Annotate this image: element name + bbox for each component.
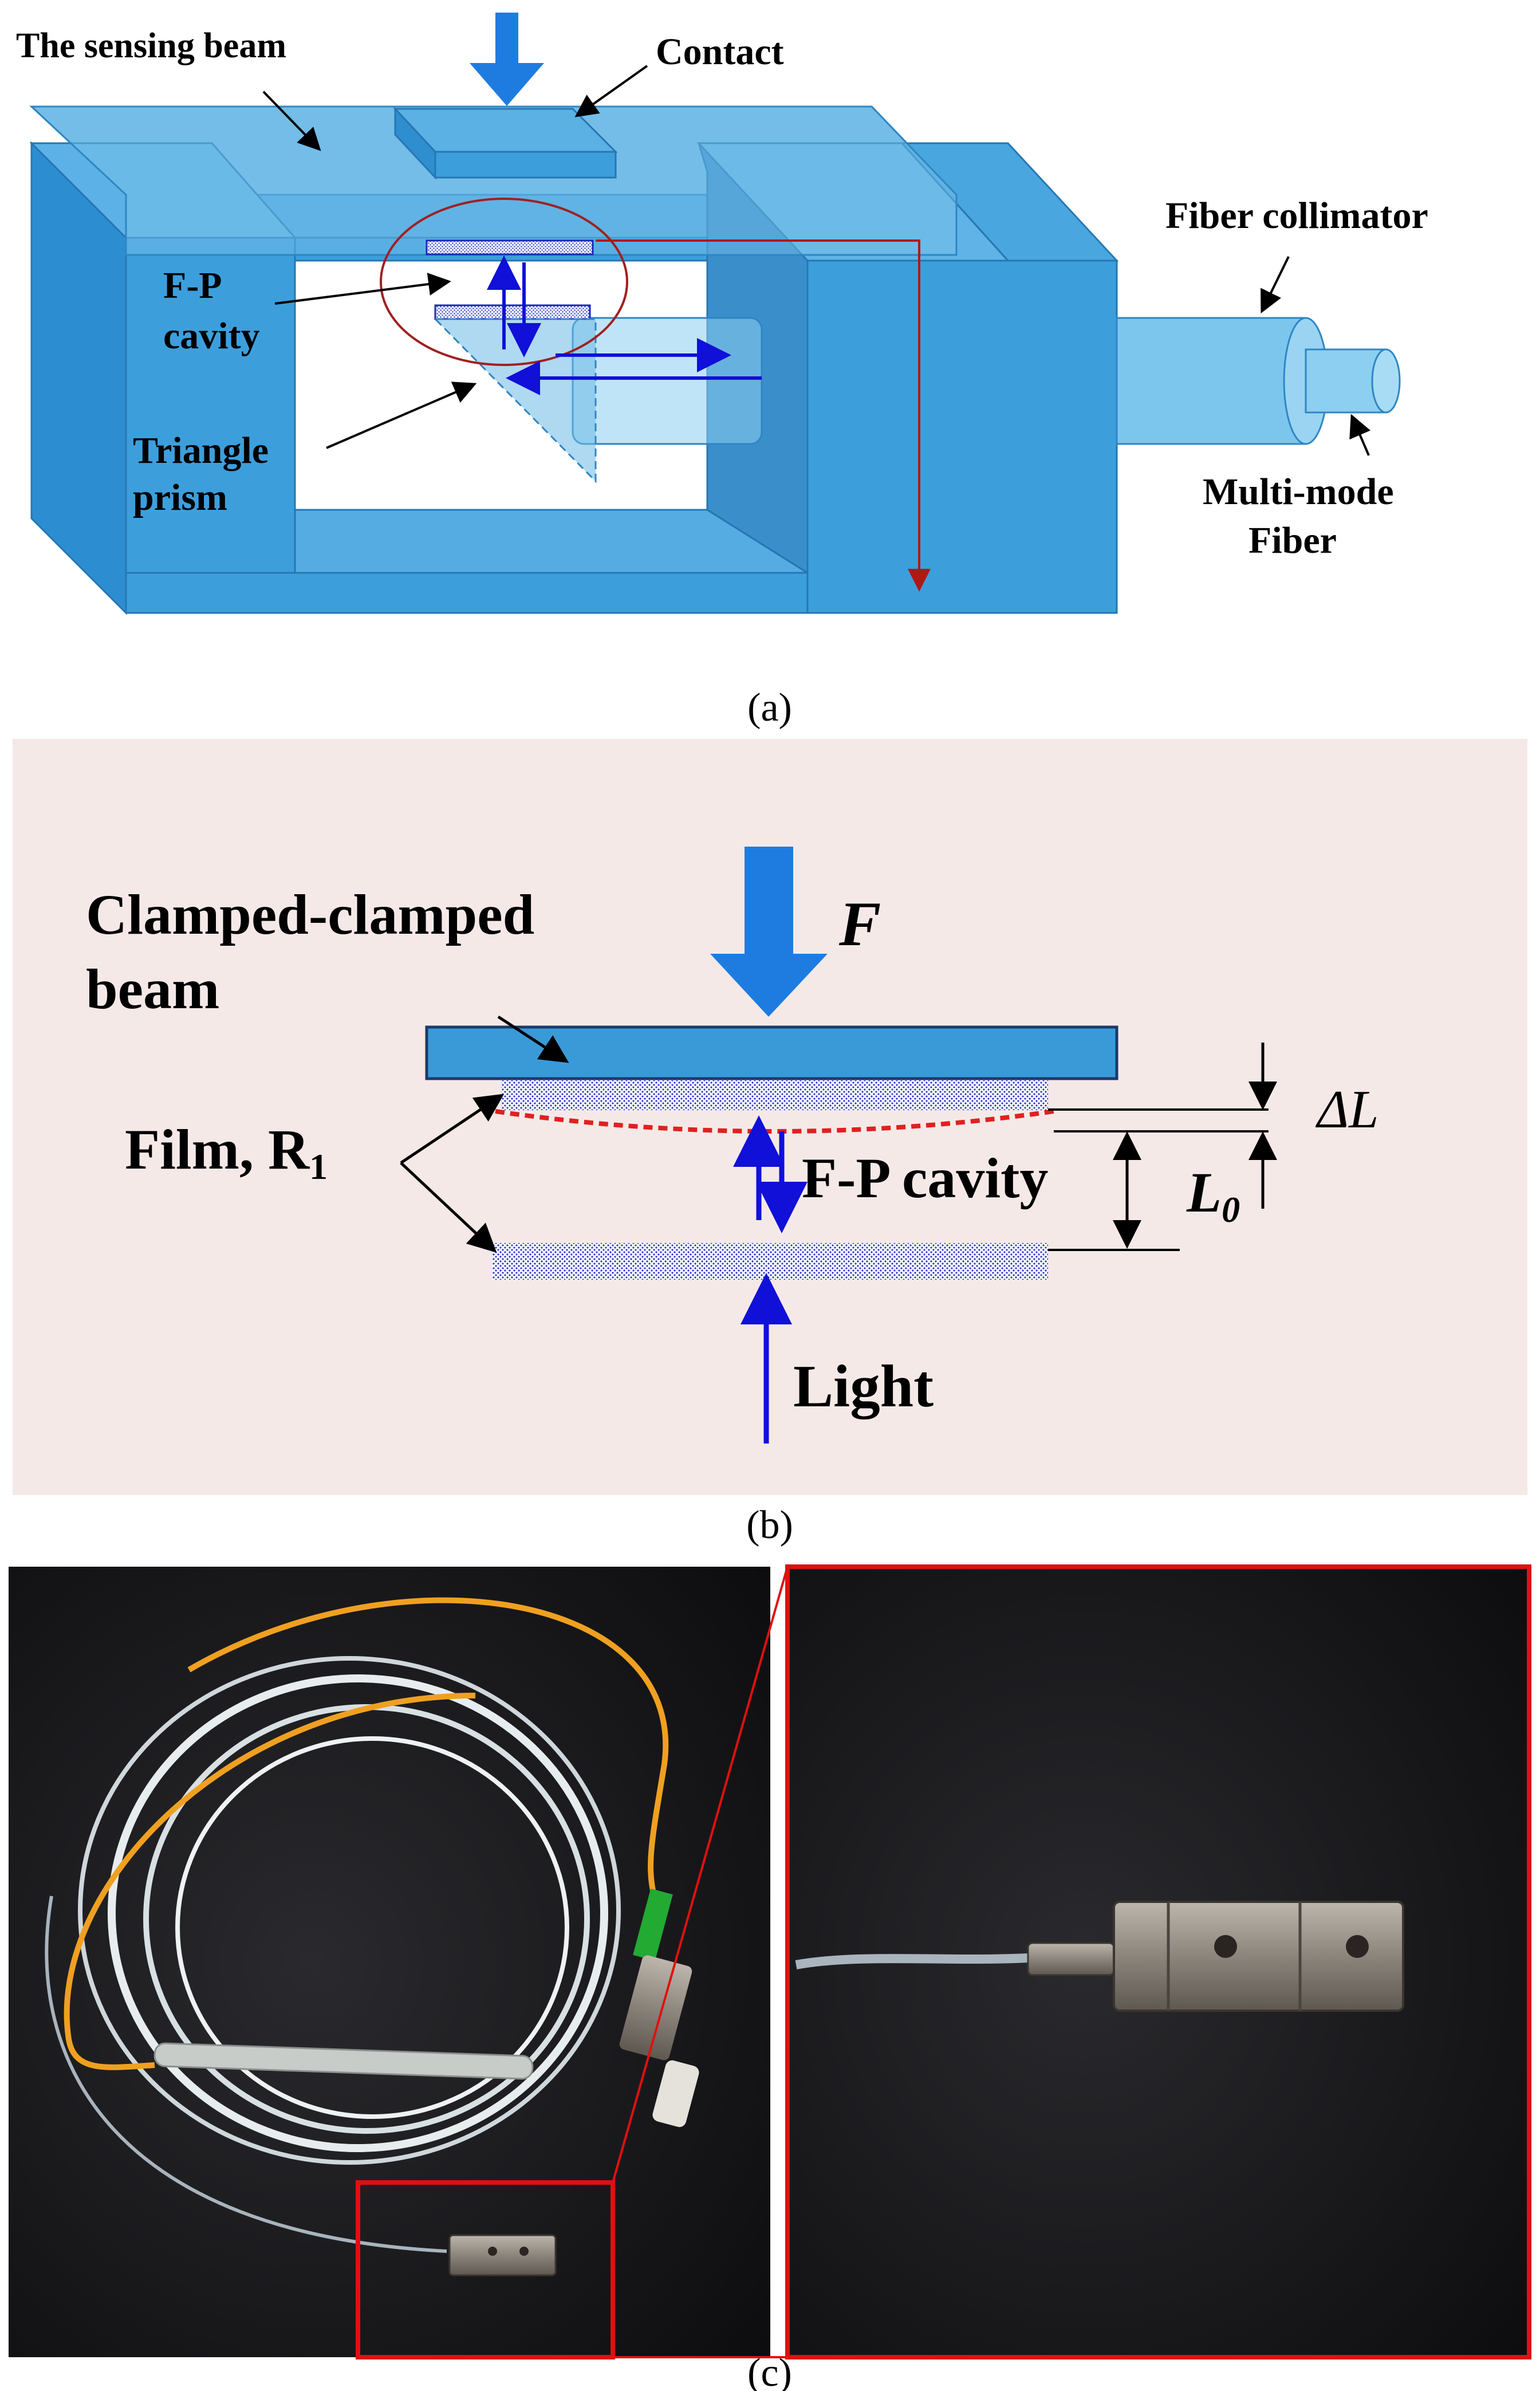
photo-overview (9, 1567, 770, 2359)
force-arrow-icon (470, 13, 544, 106)
label-L0-text: L (1186, 1161, 1222, 1224)
label-fp-line2: cavity (163, 315, 260, 357)
fc-connector-body (619, 1955, 692, 2060)
caption-a: (a) (747, 686, 792, 730)
label-fp-line1: F-P (163, 265, 222, 306)
right-block-top (900, 142, 1119, 262)
pointer-film-lower (400, 1162, 497, 1253)
label-prism-line2: prism (133, 477, 227, 518)
sensor-hole-1 (1214, 1935, 1237, 1958)
lower-film-b (493, 1243, 1048, 1280)
label-beam-line1: Clamped-clamped (86, 883, 534, 946)
label-force: F (838, 889, 881, 959)
fiber-coil (108, 1674, 608, 2152)
label-film-text: Film, R (125, 1118, 310, 1181)
output-path (596, 239, 931, 592)
photo-zoomed (785, 1564, 1531, 2359)
label-mmf-line1: Multi-mode (1203, 471, 1394, 513)
label-fp-cavity: F-P cavity (802, 1146, 1048, 1210)
panel-a: The sensing beam Contact F-P cavity Tria… (16, 13, 1428, 730)
collimator-tube-inner (572, 317, 763, 445)
fiber-coil-4 (175, 1736, 569, 2119)
zoom-line-top (612, 1566, 789, 2183)
fiber-collimator (1116, 317, 1329, 445)
pointer-fp-cavity (274, 273, 451, 305)
pointer-film-upper (400, 1094, 505, 1165)
triangle-prism (433, 318, 597, 483)
pointer-mmf (1349, 414, 1371, 456)
force-arrow-b-icon (710, 847, 828, 1017)
pointer-contact (574, 65, 648, 117)
highlight-circle (380, 198, 628, 366)
sensor-hole-small-2 (519, 2247, 529, 2256)
fc-connector-boot (633, 1888, 673, 1961)
sensor-head-zoomed (1113, 1901, 1404, 2012)
upper-film (426, 239, 594, 255)
grey-fiber (45, 1896, 447, 2253)
fc-connector-cap (652, 2060, 699, 2127)
fiber-coil-3 (78, 1656, 621, 2165)
panel-b: F Clamped-clamped beam Film, R1 F-P cavi… (13, 739, 1527, 1547)
label-film-sub: 1 (309, 1146, 328, 1187)
pointer-collimator (1261, 256, 1290, 314)
zoom-ferrule (1027, 1942, 1115, 1976)
label-delta-L: ΔL (1315, 1080, 1378, 1139)
label-collimator: Fiber collimator (1165, 195, 1428, 237)
pointer-beam (497, 1015, 569, 1063)
panel-c: (c) (9, 1564, 1531, 2391)
sensor-hole-small-1 (488, 2247, 497, 2256)
label-beam-line2: beam (86, 957, 219, 1021)
orange-fiber (187, 1597, 669, 1891)
right-block-front (806, 259, 1118, 614)
lower-film (434, 304, 591, 320)
label-L0: L0 (1186, 1161, 1240, 1230)
pointer-sensing-beam (262, 91, 321, 151)
label-sensing-beam: The sensing beam (16, 26, 286, 65)
label-mmf-line2: Fiber (1248, 520, 1337, 561)
highlight-box-zoomed (785, 1564, 1531, 2359)
sensing-beam-overlay (29, 105, 958, 256)
pointer-prism (326, 382, 477, 449)
upper-film-b (501, 1080, 1048, 1110)
caption-b: (b) (746, 1503, 793, 1547)
label-contact: Contact (656, 31, 784, 73)
label-prism-line1: Triangle (133, 430, 269, 471)
label-L0-sub: 0 (1222, 1189, 1240, 1230)
clamped-beam (425, 1025, 1118, 1080)
deflected-film-curve (495, 1109, 1054, 1134)
label-film: Film, R1 (125, 1118, 328, 1187)
orange-fiber-2 (64, 1693, 476, 2070)
label-light: Light (793, 1352, 934, 1419)
protective-sleeve (153, 2042, 534, 2080)
highlight-box-small (356, 2180, 615, 2359)
caption-c: (c) (747, 2351, 792, 2391)
sensor-hole-2 (1346, 1935, 1369, 1958)
sensor-head-small (448, 2234, 557, 2276)
contact-pad-side (434, 151, 617, 179)
multi-mode-fiber (1305, 348, 1401, 414)
zoom-fiber (795, 1953, 1029, 1969)
